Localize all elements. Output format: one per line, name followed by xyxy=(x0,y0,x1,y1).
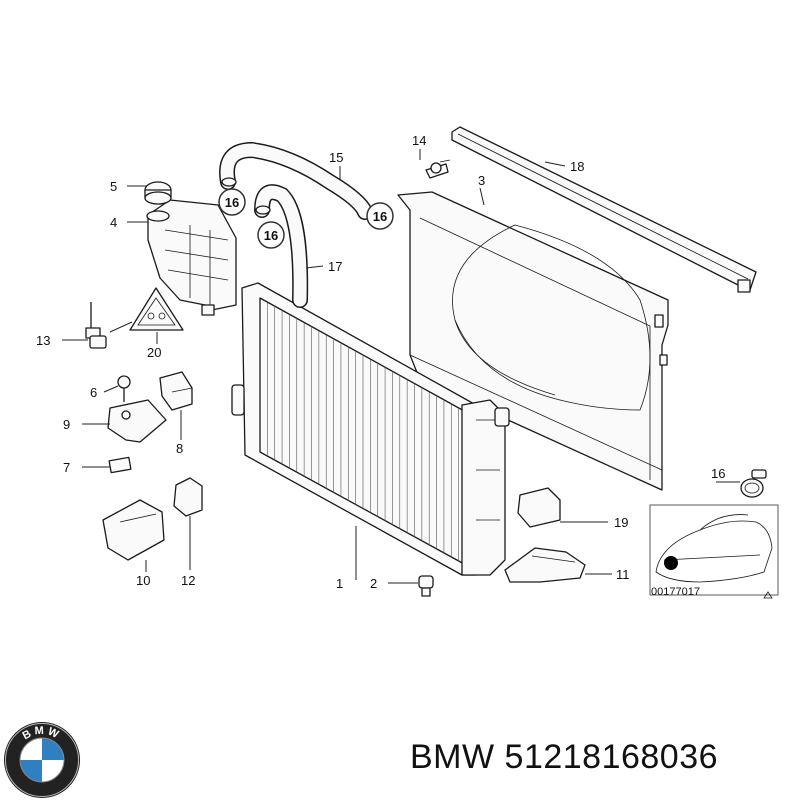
callout-16-c: 16 xyxy=(373,209,387,224)
callout-12: 12 xyxy=(181,573,195,588)
callout-19: 19 xyxy=(614,515,628,530)
callout-1: 1 xyxy=(336,576,343,591)
lower-hose xyxy=(254,184,309,308)
fan-shroud xyxy=(397,191,669,491)
callout-17: 17 xyxy=(328,259,342,274)
callout-11: 11 xyxy=(616,567,630,582)
circled-callouts: 16 16 16 xyxy=(218,188,394,249)
callout-15: 15 xyxy=(329,150,343,165)
rubber-buffer xyxy=(173,477,203,517)
svg-text:BMW: BMW xyxy=(21,725,64,743)
bracket-upper xyxy=(107,399,167,443)
callout-2: 2 xyxy=(370,576,377,591)
callout-16-b: 16 xyxy=(264,228,278,243)
callout-4: 4 xyxy=(110,215,117,230)
bracket-lower xyxy=(102,499,165,561)
callout-16-inset: 16 xyxy=(711,466,725,481)
callout-20: 20 xyxy=(147,345,161,360)
callout-5: 5 xyxy=(110,179,117,194)
upper-hose xyxy=(219,141,373,220)
tank-cap xyxy=(144,181,172,205)
callout-16-a: 16 xyxy=(225,195,239,210)
callout-7: 7 xyxy=(63,460,70,475)
bmw-logo: BMW xyxy=(4,722,80,798)
expansion-tank xyxy=(146,199,237,316)
vehicle-inset: 00177017 xyxy=(649,504,779,599)
level-sensor xyxy=(85,302,107,349)
bracket-right xyxy=(504,547,586,583)
callout-9: 9 xyxy=(63,417,70,432)
callout-3: 3 xyxy=(478,173,485,188)
hose-clamp xyxy=(740,469,767,498)
rivet xyxy=(425,159,451,179)
callout-6: 6 xyxy=(90,385,97,400)
part-number-caption: BMW 51218168036 xyxy=(410,738,719,776)
seal-strip xyxy=(451,126,757,293)
callout-14: 14 xyxy=(412,133,426,148)
drain-plug xyxy=(418,575,434,597)
screw xyxy=(117,375,131,402)
clip-nut xyxy=(108,456,132,474)
warning-label xyxy=(129,287,184,331)
rubber-mount xyxy=(159,371,193,411)
radiator xyxy=(231,282,510,576)
callout-18: 18 xyxy=(570,159,584,174)
radiator-fins xyxy=(267,302,459,562)
callout-13: 13 xyxy=(36,333,50,348)
callout-10: 10 xyxy=(136,573,150,588)
callouts: 5 4 13 20 6 9 8 7 10 12 17 15 14 18 3 1 … xyxy=(36,133,725,591)
callout-8: 8 xyxy=(176,441,183,456)
mount-right xyxy=(517,487,561,528)
leader-lines xyxy=(62,149,740,584)
inset-code: 00177017 xyxy=(651,586,700,598)
